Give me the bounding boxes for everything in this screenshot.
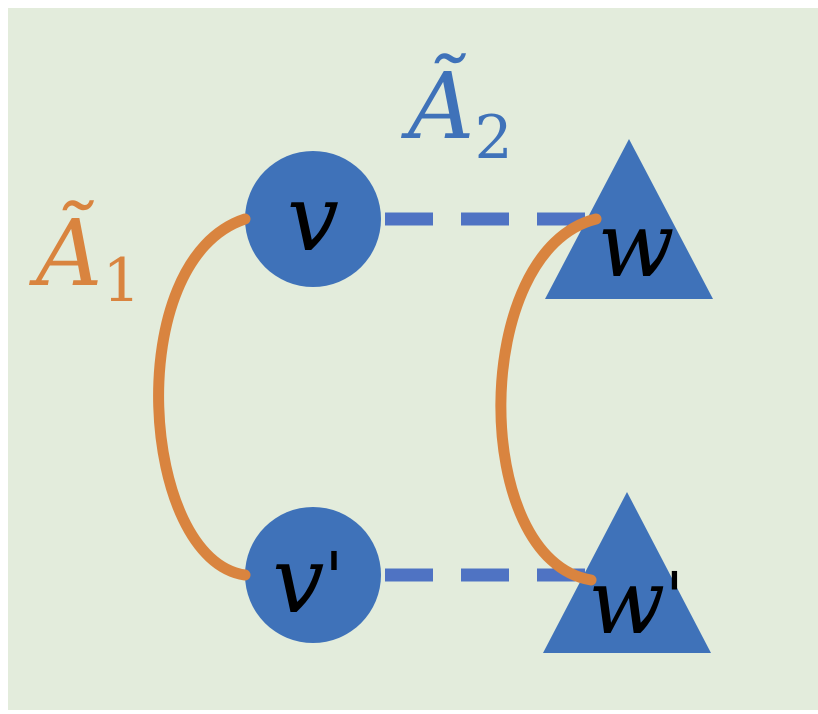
node-w-label: w	[597, 193, 674, 298]
label-a2: Ã2	[400, 53, 513, 173]
node-v-circle	[245, 151, 381, 287]
node-vprime-base: v	[272, 527, 324, 634]
label-a1-sub: 1	[102, 246, 140, 316]
label-a2-sub: 2	[474, 103, 512, 173]
node-vprime-circle	[245, 507, 381, 643]
node-vprime-label: v'	[272, 527, 343, 634]
label-a1-main: Ã	[28, 200, 102, 307]
node-vprime-mark: '	[324, 537, 343, 619]
node-wprime-mark: '	[665, 559, 684, 638]
node-wprime-label: w'	[588, 550, 684, 655]
label-a1: Ã1	[28, 200, 141, 316]
edge-v-vprime-orange	[153, 213, 251, 581]
label-a2-main: Ã	[400, 53, 474, 160]
node-w-triangle	[545, 139, 713, 299]
edge-w-wprime-orange	[495, 213, 602, 586]
node-wprime-base: w	[588, 550, 665, 655]
node-v-label: v	[287, 165, 339, 272]
background-panel	[8, 8, 818, 710]
node-wprime-triangle	[543, 492, 711, 653]
